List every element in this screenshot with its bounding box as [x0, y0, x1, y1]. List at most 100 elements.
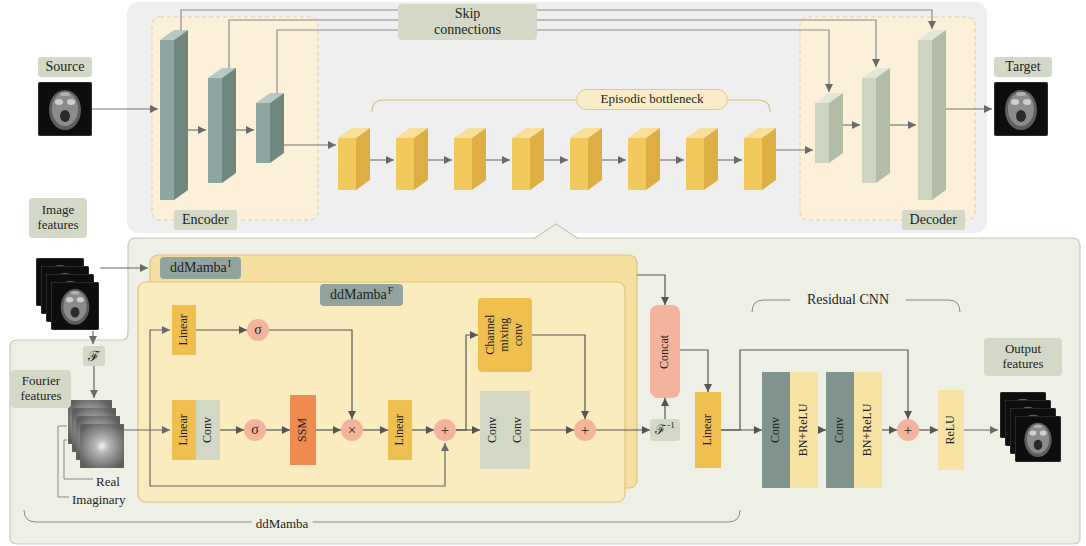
flow-arrow — [660, 159, 684, 160]
feature-block — [829, 93, 843, 163]
output-map — [1015, 416, 1061, 462]
feature-block — [686, 138, 704, 190]
skip-line — [277, 30, 829, 96]
feature-block — [876, 68, 890, 183]
region-label: Decoder — [902, 210, 965, 230]
panel-title: ddMamba — [330, 285, 387, 305]
flow-arrow — [946, 108, 992, 109]
flow-arrow — [486, 159, 510, 160]
conv-layer: Conv — [826, 372, 854, 488]
name-label: Source — [38, 57, 92, 77]
node-text: Linear — [177, 314, 191, 345]
feature-block — [762, 128, 776, 190]
encoder-blocks — [160, 30, 284, 200]
flow-arrow — [370, 159, 394, 160]
name-label: Fourier features — [11, 370, 71, 408]
conv-layer: Conv — [480, 391, 505, 469]
connector — [196, 329, 247, 330]
skip-line — [229, 20, 876, 71]
annotation-text: ddMamba — [252, 516, 313, 531]
node-text: σ — [254, 323, 262, 337]
input-arrow — [150, 330, 170, 430]
panel-superscript: I — [228, 258, 231, 270]
panel-superscript: F — [388, 285, 394, 297]
zoom-pointer-edge — [534, 224, 578, 239]
flow-arrow — [284, 144, 336, 145]
skip-label: Skip connections — [398, 4, 537, 40]
connector — [596, 429, 650, 430]
node-text: × — [348, 423, 356, 438]
node-text: + — [581, 423, 589, 438]
feature-block — [862, 78, 876, 183]
bottleneck-blocks — [338, 128, 776, 190]
connector — [316, 429, 341, 430]
connector — [637, 275, 665, 305]
node-text: Fourier features — [15, 374, 67, 404]
input-arrow — [92, 331, 93, 344]
flow-arrow — [602, 159, 626, 160]
annotation-text: Real — [96, 474, 120, 489]
encoder-region: Encoder — [152, 17, 318, 230]
annotation: Imaginary — [72, 490, 125, 508]
feature-block — [646, 128, 660, 190]
leader-line — [64, 440, 93, 479]
feature-block — [414, 128, 428, 190]
feature-block — [338, 138, 356, 190]
conv-layer: Conv — [196, 400, 220, 460]
node-text: Channel mixing conv — [484, 310, 525, 360]
leader-line — [58, 426, 69, 497]
group-bracket — [24, 510, 740, 522]
bottleneck-label: Episodic bottleneck — [576, 89, 728, 110]
linear-layer: Linear — [388, 400, 412, 460]
spectrum-map — [80, 424, 124, 468]
bn-relu-layer: BN+ReLU — [790, 372, 818, 488]
connector — [266, 429, 290, 430]
node-text: Episodic bottleneck — [601, 92, 704, 107]
decoder-area — [800, 17, 975, 220]
node-text: Concat — [658, 334, 672, 368]
node-text: Residual CNN — [807, 292, 889, 308]
zoom-pointer — [534, 224, 578, 240]
connector — [680, 350, 708, 392]
linear-layer: Linear — [172, 400, 196, 460]
connector — [412, 429, 434, 430]
panel-tab: ddMambaI — [160, 257, 241, 279]
flow-arrow — [428, 159, 452, 160]
flow-arrow — [188, 129, 206, 130]
flow-arrow — [718, 159, 742, 160]
connector — [456, 335, 478, 430]
feature-block — [815, 103, 829, 163]
feature-block — [628, 138, 646, 190]
node-text: ℱ — [88, 348, 100, 364]
conv-layer: Conv — [505, 391, 530, 469]
feature-block — [530, 128, 544, 190]
node-text: Skip connections — [423, 6, 513, 38]
relu-layer: ReLU — [938, 390, 964, 470]
add-op: + — [897, 419, 919, 441]
linear-layer: Linear — [695, 392, 721, 468]
feature-block — [222, 68, 236, 183]
flow-arrow — [843, 124, 860, 125]
output-arrow — [964, 429, 998, 430]
feature-block — [356, 128, 370, 190]
feature-block — [588, 128, 602, 190]
annotation: Real — [96, 472, 120, 490]
panel-tab: ddMambaF — [320, 284, 403, 306]
conv-layer: Conv — [762, 372, 790, 488]
module-front-panel — [138, 282, 625, 502]
top-panel — [127, 2, 987, 233]
inverse-fourier-op: ℱ-1 — [650, 419, 680, 441]
feature-block — [744, 138, 762, 190]
ssm-block: SSM — [290, 395, 316, 465]
node-text: Conv — [486, 417, 500, 443]
activation-circle: σ — [244, 419, 266, 441]
node-text: ReLU — [944, 415, 958, 444]
node-text: Image features — [33, 203, 83, 233]
feature-block — [174, 30, 188, 200]
connector — [882, 429, 897, 430]
feature-block — [208, 78, 222, 183]
connector — [664, 398, 665, 419]
node-text: σ — [251, 423, 259, 437]
node-text: Linear — [177, 414, 191, 445]
